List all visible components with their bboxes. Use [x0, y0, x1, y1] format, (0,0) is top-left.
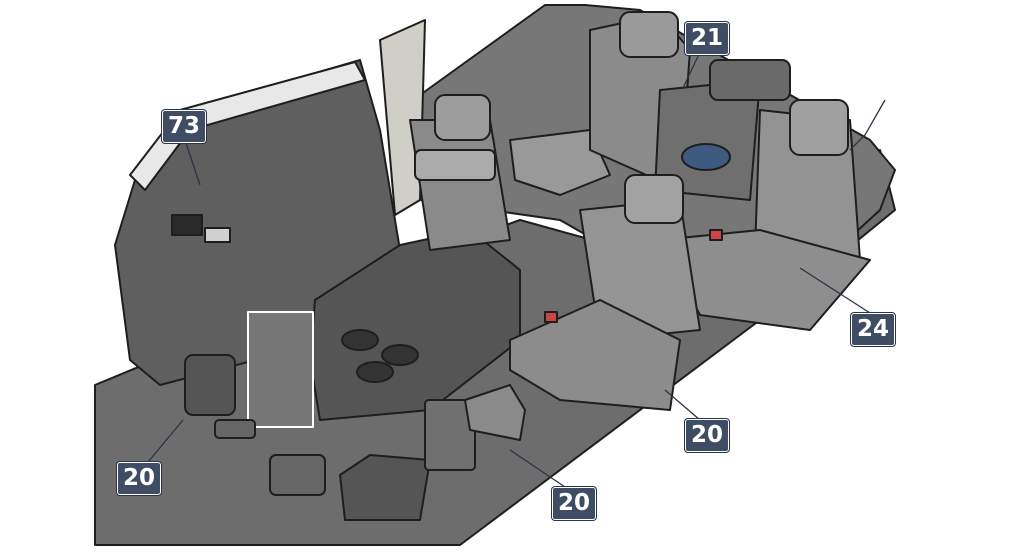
leader-line: [799, 267, 871, 314]
leader-line: [664, 389, 701, 421]
callout-24: 24: [851, 313, 896, 346]
organizer: [464, 384, 526, 441]
callout-20-center: 20: [552, 487, 597, 520]
seat-belt-latch: [544, 311, 558, 323]
rear-console: [509, 129, 611, 196]
rear-headrest-right: [789, 99, 849, 156]
callout-73: 73: [162, 110, 207, 143]
callout-20-seat: 20: [685, 419, 730, 452]
driver-seat-headrest: [624, 174, 684, 224]
callout-20-left: 20: [117, 462, 162, 495]
seat-bracket: [424, 399, 476, 471]
rear-headrest-center: [709, 59, 791, 101]
leader-line: [849, 99, 886, 151]
seat-control-badge: [681, 143, 731, 171]
cupholder: [381, 344, 419, 366]
door-handle: [204, 227, 231, 243]
leader-line: [147, 419, 184, 463]
rear-headrest: [619, 11, 679, 58]
cupholder: [341, 329, 379, 351]
armrest: [414, 149, 496, 181]
front-seat-headrest: [434, 94, 491, 141]
storage-tray: [339, 454, 431, 521]
cupholder: [356, 361, 394, 383]
b-pillar: [379, 19, 426, 216]
cup-holder-insert: [269, 454, 326, 496]
seatbelt-buckle: [709, 229, 723, 241]
callout-21: 21: [685, 22, 730, 55]
floor-step: [214, 419, 256, 439]
leader-line: [184, 139, 201, 186]
leader-line: [682, 51, 701, 89]
floor-box-left: [184, 354, 236, 416]
driver-seat-cushion: [509, 299, 681, 411]
door-vent: [171, 214, 203, 236]
seat-back-tray: [247, 311, 314, 428]
leader-line: [509, 449, 566, 488]
